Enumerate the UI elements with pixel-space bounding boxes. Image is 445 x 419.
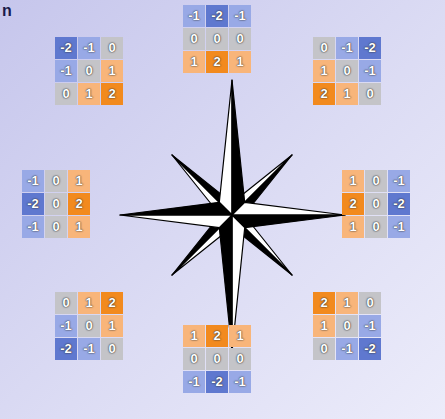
kernel-cell: 1 (101, 315, 123, 337)
kernel-cell: 0 (206, 348, 228, 370)
kernel-cell: 0 (336, 60, 358, 82)
kernel-cell: 1 (229, 51, 251, 73)
kernel-cell: 0 (206, 28, 228, 50)
kernel-cell: 0 (229, 348, 251, 370)
kernel-cell: -1 (78, 338, 100, 360)
kernel-cell: 0 (313, 338, 335, 360)
kernel-cell: 2 (313, 292, 335, 314)
kernel-cell: 1 (183, 325, 205, 347)
kernel-cell: 0 (101, 37, 123, 59)
kernel-cell: -2 (206, 371, 228, 393)
kernel-cell: -2 (206, 5, 228, 27)
kernel-cell: -1 (55, 315, 77, 337)
kernel-cell: 1 (342, 216, 364, 238)
kernel-cell: -1 (78, 37, 100, 59)
kernel-cell: 2 (342, 193, 364, 215)
kernel-cell: -2 (359, 37, 381, 59)
kernel-cell: 0 (78, 60, 100, 82)
kernel-cell: 0 (55, 292, 77, 314)
kernel-cell: 1 (313, 60, 335, 82)
kernel-cell: 1 (78, 292, 100, 314)
kernel-cell: 1 (313, 315, 335, 337)
title-fragment: n (2, 2, 12, 20)
kernel-cell: -2 (55, 338, 77, 360)
kernel-cell: 0 (78, 315, 100, 337)
kernel-cell: 0 (183, 348, 205, 370)
kernel-cell: -2 (359, 338, 381, 360)
kernel-cell: 1 (68, 216, 90, 238)
kernel-cell: 0 (313, 37, 335, 59)
kernel-cell: -1 (183, 5, 205, 27)
kernel-cell: -1 (359, 60, 381, 82)
kernel-cell: 0 (359, 292, 381, 314)
kernel-cell: 1 (336, 83, 358, 105)
kernel-cell: 0 (183, 28, 205, 50)
kernel-cell: -1 (336, 338, 358, 360)
kernel-cell: 0 (365, 216, 387, 238)
kernel-cell: -1 (229, 5, 251, 27)
kernel-cell: 1 (101, 60, 123, 82)
kernel-cell: -2 (55, 37, 77, 59)
kernel-cell: 0 (365, 193, 387, 215)
kernel-cell: 0 (45, 216, 67, 238)
kernel-cell: 1 (342, 170, 364, 192)
kernel-cell: 2 (206, 325, 228, 347)
kernel-cell: -1 (336, 37, 358, 59)
kernel-cell: -1 (359, 315, 381, 337)
kernel-cell: 0 (359, 83, 381, 105)
kernel-cell: 2 (206, 51, 228, 73)
kernel-cell: -1 (22, 170, 44, 192)
kernel-cell: 0 (55, 83, 77, 105)
kernel-cell: 1 (183, 51, 205, 73)
kernel-cell: -1 (183, 371, 205, 393)
kernel-cell: 2 (68, 193, 90, 215)
kernel-cell: 2 (313, 83, 335, 105)
kernel-cell: 1 (78, 83, 100, 105)
kernel-cell: 0 (229, 28, 251, 50)
kernel-cell: -1 (229, 371, 251, 393)
kernel-cell: 1 (336, 292, 358, 314)
kernel-cell: 0 (365, 170, 387, 192)
kernel-cell: -2 (22, 193, 44, 215)
kernel-cell: -1 (388, 170, 410, 192)
kernel-cell: -1 (388, 216, 410, 238)
kernel-cell: -1 (55, 60, 77, 82)
kernel-cell: 0 (45, 170, 67, 192)
kernel-cell: -2 (388, 193, 410, 215)
kernel-cell: 0 (45, 193, 67, 215)
kernel-cell: 1 (68, 170, 90, 192)
kernel-cell: 0 (336, 315, 358, 337)
kernel-cell: 1 (229, 325, 251, 347)
kernel-cell: -1 (22, 216, 44, 238)
kernel-cell: 2 (101, 292, 123, 314)
kernel-cell: 0 (101, 338, 123, 360)
kernel-cell: 2 (101, 83, 123, 105)
